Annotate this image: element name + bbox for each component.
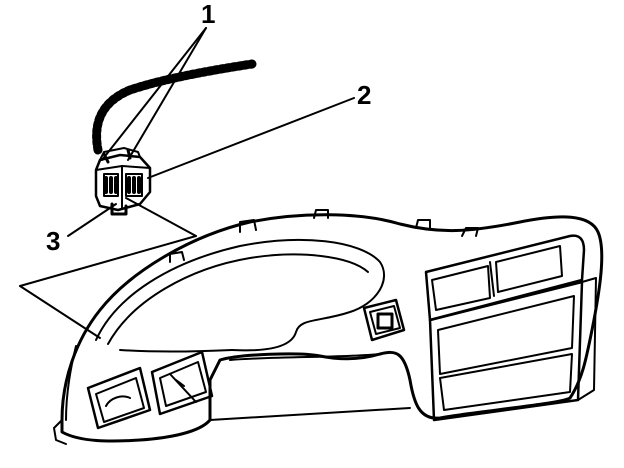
callout-labels: 1 2 3 xyxy=(46,0,371,256)
callout-3: 3 xyxy=(46,226,60,256)
leader-lines xyxy=(19,197,197,339)
wiring-harness xyxy=(92,59,257,155)
callout-2: 2 xyxy=(357,80,371,110)
callout-1: 1 xyxy=(201,0,215,29)
callout-leaders xyxy=(67,27,355,237)
instrument-panel xyxy=(53,209,604,445)
